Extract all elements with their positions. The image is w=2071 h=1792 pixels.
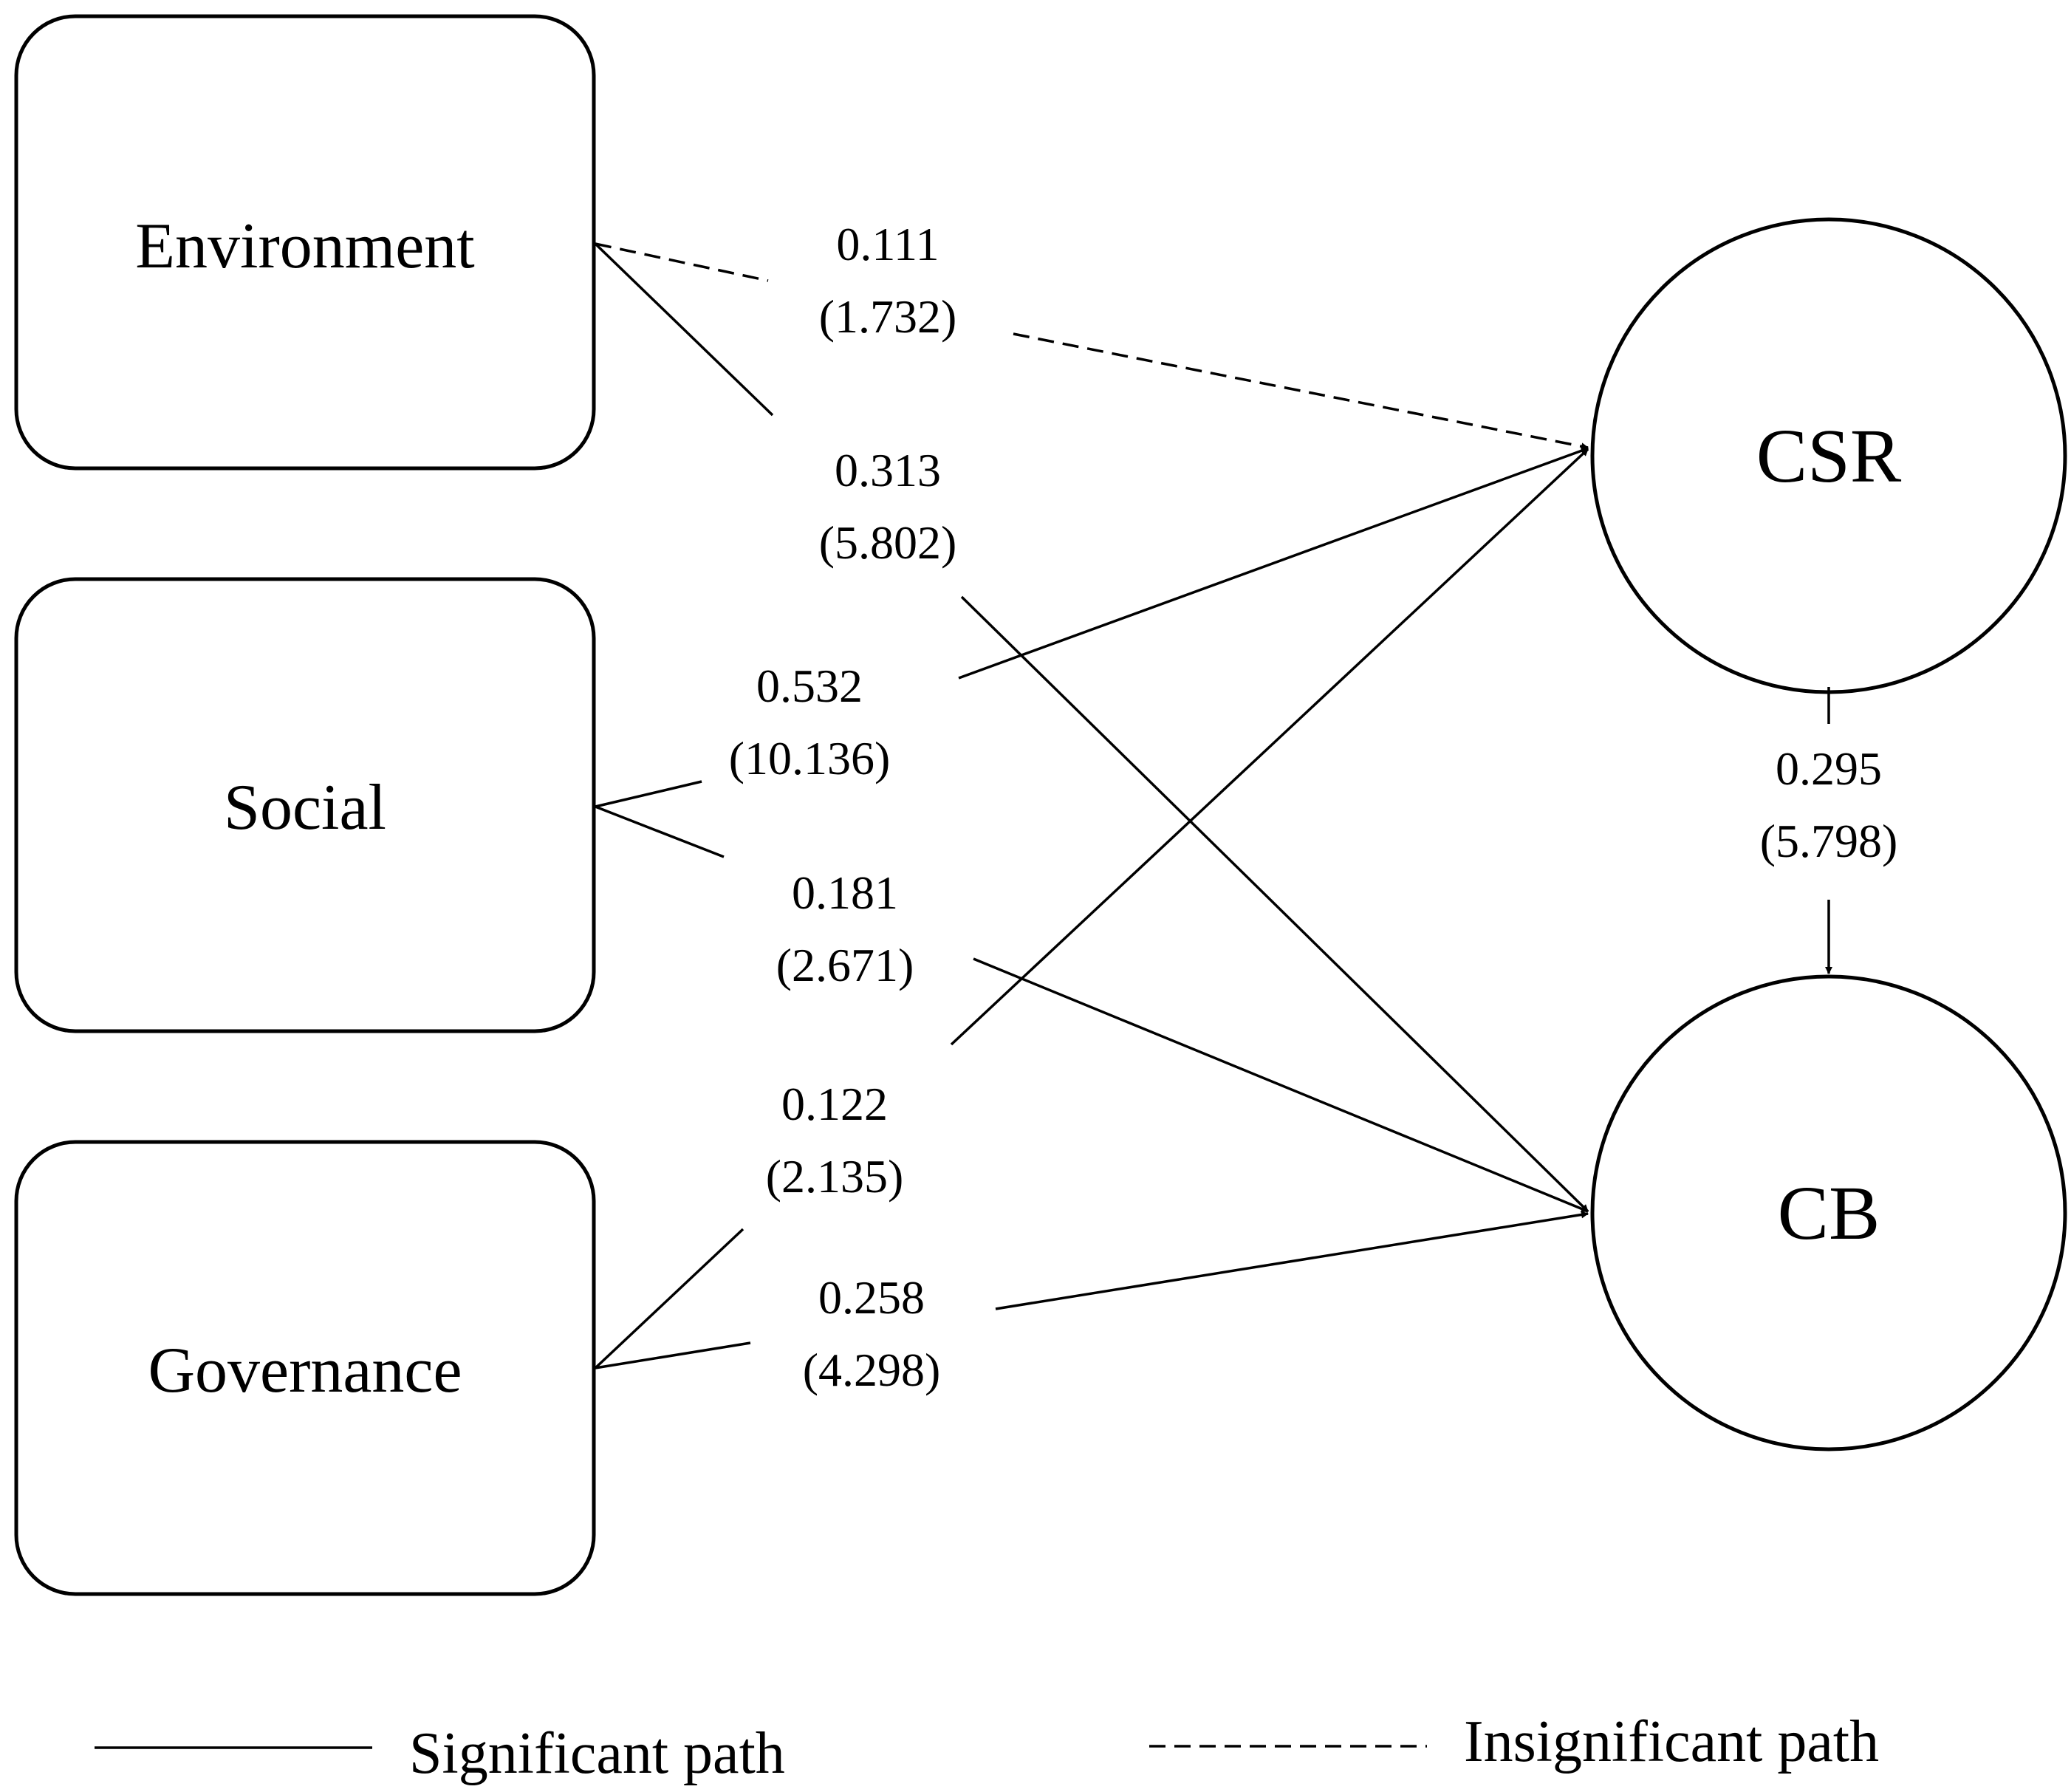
- legend-significant-label: Significant path: [409, 1721, 785, 1786]
- label-csr-cb: 0.295 (5.798): [1760, 742, 1898, 867]
- node-cb-label: CB: [1778, 1171, 1880, 1256]
- coef-gov-cb: 0.258: [818, 1271, 925, 1324]
- node-environment-label: Environment: [135, 211, 474, 282]
- legend: Significant path Insignificant path: [95, 1709, 1879, 1786]
- path-env-csr: [595, 242, 1589, 451]
- tvalue-gov-cb: (4.298): [803, 1344, 941, 1396]
- coef-gov-csr: 0.122: [781, 1078, 888, 1130]
- tvalue-csr-cb: (5.798): [1760, 815, 1898, 867]
- node-governance: Governance: [14, 1140, 596, 1596]
- legend-significant: Significant path: [95, 1721, 785, 1786]
- node-governance-label: Governance: [148, 1335, 462, 1406]
- coef-env-csr: 0.111: [836, 218, 939, 270]
- tvalue-env-csr: (1.732): [819, 290, 957, 343]
- tvalue-gov-csr: (2.135): [766, 1150, 904, 1203]
- legend-insignificant: Insignificant path: [1149, 1709, 1879, 1774]
- label-soc-csr: 0.532 (10.136): [729, 660, 891, 784]
- label-gov-csr: 0.122 (2.135): [766, 1078, 904, 1203]
- coef-soc-cb: 0.181: [792, 866, 898, 919]
- legend-insignificant-label: Insignificant path: [1464, 1709, 1879, 1774]
- node-social: Social: [14, 577, 596, 1033]
- coef-env-cb: 0.313: [835, 444, 941, 496]
- tvalue-env-cb: (5.802): [819, 516, 957, 569]
- tvalue-soc-csr: (10.136): [729, 732, 891, 784]
- node-csr-label: CSR: [1756, 414, 1902, 499]
- node-social-label: Social: [224, 772, 386, 844]
- coef-soc-csr: 0.532: [756, 660, 863, 712]
- label-env-cb: 0.313 (5.802): [819, 444, 957, 569]
- node-cb: CB: [1590, 974, 2067, 1451]
- label-gov-cb: 0.258 (4.298): [803, 1271, 941, 1396]
- node-environment: Environment: [14, 14, 596, 471]
- coef-csr-cb: 0.295: [1776, 742, 1882, 795]
- label-soc-cb: 0.181 (2.671): [776, 866, 914, 991]
- path-soc-csr: [595, 447, 1589, 808]
- path-gov-csr: [594, 448, 1589, 1369]
- label-env-csr: 0.111 (1.732): [819, 218, 957, 343]
- path-soc-cb: [595, 805, 1589, 1213]
- path-gov-cb: [595, 1211, 1589, 1369]
- node-csr: CSR: [1590, 217, 2067, 694]
- tvalue-soc-cb: (2.671): [776, 939, 914, 991]
- path-env-cb: [594, 242, 1589, 1213]
